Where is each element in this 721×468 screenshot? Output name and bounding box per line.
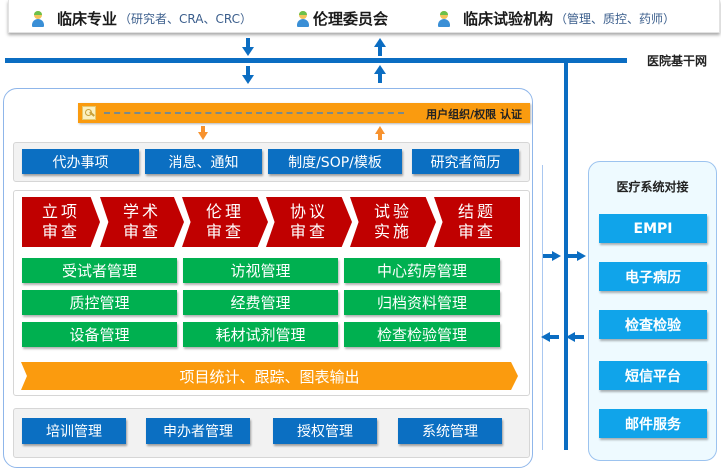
arrow-up-icon	[374, 38, 386, 56]
authorization-button[interactable]: 授权管理	[273, 418, 377, 444]
arrow-right-icon	[543, 251, 561, 261]
backbone-label: 医院基干网	[646, 54, 707, 68]
key-icon	[82, 106, 96, 120]
step-line1: 学术	[122, 202, 161, 221]
system-sms[interactable]: 短信平台	[599, 361, 707, 390]
researcher-resume-button[interactable]: 研究者简历	[412, 149, 519, 174]
role-institution[interactable]: 临床试验机构 （管理、质控、药师）	[437, 8, 675, 29]
person-icon	[296, 10, 310, 27]
step-line2: 审查	[41, 222, 80, 241]
auth-label: 用户组织/权限 认证	[426, 108, 522, 121]
step-line1: 协议	[289, 202, 328, 221]
step-ethics-review[interactable]: 伦理 审查	[182, 197, 268, 247]
arrow-right-icon	[568, 251, 586, 261]
backbone-line	[5, 58, 627, 63]
module-pharmacy[interactable]: 中心药房管理	[344, 258, 500, 283]
roles-bar: 临床专业 （研究者、CRA、CRC） 伦理委员会 临床试验机构 （管理、质控、药…	[8, 0, 720, 33]
step-project-review[interactable]: 立项 审查	[22, 197, 100, 247]
module-qc[interactable]: 质控管理	[22, 290, 177, 315]
step-closure-review[interactable]: 结题 审查	[434, 197, 520, 247]
dashed-line	[104, 112, 404, 114]
arrow-down-icon	[242, 38, 254, 56]
sop-templates-button[interactable]: 制度/SOP/模板	[268, 149, 402, 174]
step-line1: 立项	[41, 202, 80, 221]
system-emr[interactable]: 电子病历	[599, 262, 707, 291]
auth-bar[interactable]: 用户组织/权限 认证	[78, 103, 530, 123]
training-button[interactable]: 培训管理	[22, 418, 126, 444]
arrow-down-icon	[198, 126, 208, 140]
role-detail: （研究者、CRA、CRC）	[119, 12, 252, 26]
connector-line	[564, 60, 568, 450]
step-line2: 审查	[122, 222, 161, 241]
step-line1: 试验	[373, 202, 412, 221]
arrow-up-icon	[375, 126, 385, 140]
role-name: 伦理委员会	[313, 10, 389, 28]
role-name: 临床试验机构	[463, 10, 554, 28]
step-trial-implementation[interactable]: 试验 实施	[350, 197, 436, 247]
module-visits[interactable]: 访视管理	[183, 258, 338, 283]
step-line2: 审查	[205, 222, 244, 241]
module-funding[interactable]: 经费管理	[183, 290, 338, 315]
module-consumables[interactable]: 耗材试剂管理	[183, 322, 338, 347]
module-lab-tests[interactable]: 检查检验管理	[344, 322, 500, 347]
arrow-left-icon	[566, 332, 584, 342]
step-line1: 伦理	[205, 202, 244, 221]
role-clinical[interactable]: 临床专业 （研究者、CRA、CRC）	[31, 8, 252, 29]
step-line2: 审查	[457, 222, 496, 241]
module-archive[interactable]: 归档资料管理	[344, 290, 500, 315]
divider-line	[542, 165, 543, 450]
module-subjects[interactable]: 受试者管理	[22, 258, 177, 283]
role-ethics[interactable]: 伦理委员会	[296, 8, 388, 29]
arrow-up-icon	[374, 65, 386, 83]
module-equipment[interactable]: 设备管理	[22, 322, 177, 347]
step-line2: 实施	[373, 222, 412, 241]
person-icon	[437, 10, 451, 27]
step-agreement-review[interactable]: 协议 审查	[266, 197, 352, 247]
messages-button[interactable]: 消息、通知	[145, 149, 262, 174]
step-line2: 审查	[289, 222, 328, 241]
step-academic-review[interactable]: 学术 审查	[100, 197, 184, 247]
arrow-down-icon	[242, 66, 254, 84]
person-icon	[31, 10, 45, 27]
arrow-left-icon	[541, 332, 559, 342]
system-email[interactable]: 邮件服务	[599, 409, 707, 438]
integration-title: 医疗系统对接	[616, 180, 689, 194]
stats-output-bar[interactable]: 项目统计、跟踪、图表输出	[21, 362, 518, 390]
role-detail: （管理、质控、药师）	[555, 12, 676, 26]
todo-button[interactable]: 代办事项	[22, 149, 139, 174]
system-admin-button[interactable]: 系统管理	[398, 418, 502, 444]
system-lab[interactable]: 检查检验	[599, 310, 707, 339]
system-empi[interactable]: EMPI	[599, 214, 707, 243]
role-name: 临床专业	[57, 10, 118, 28]
sponsor-button[interactable]: 申办者管理	[146, 418, 250, 444]
step-line1: 结题	[457, 202, 496, 221]
